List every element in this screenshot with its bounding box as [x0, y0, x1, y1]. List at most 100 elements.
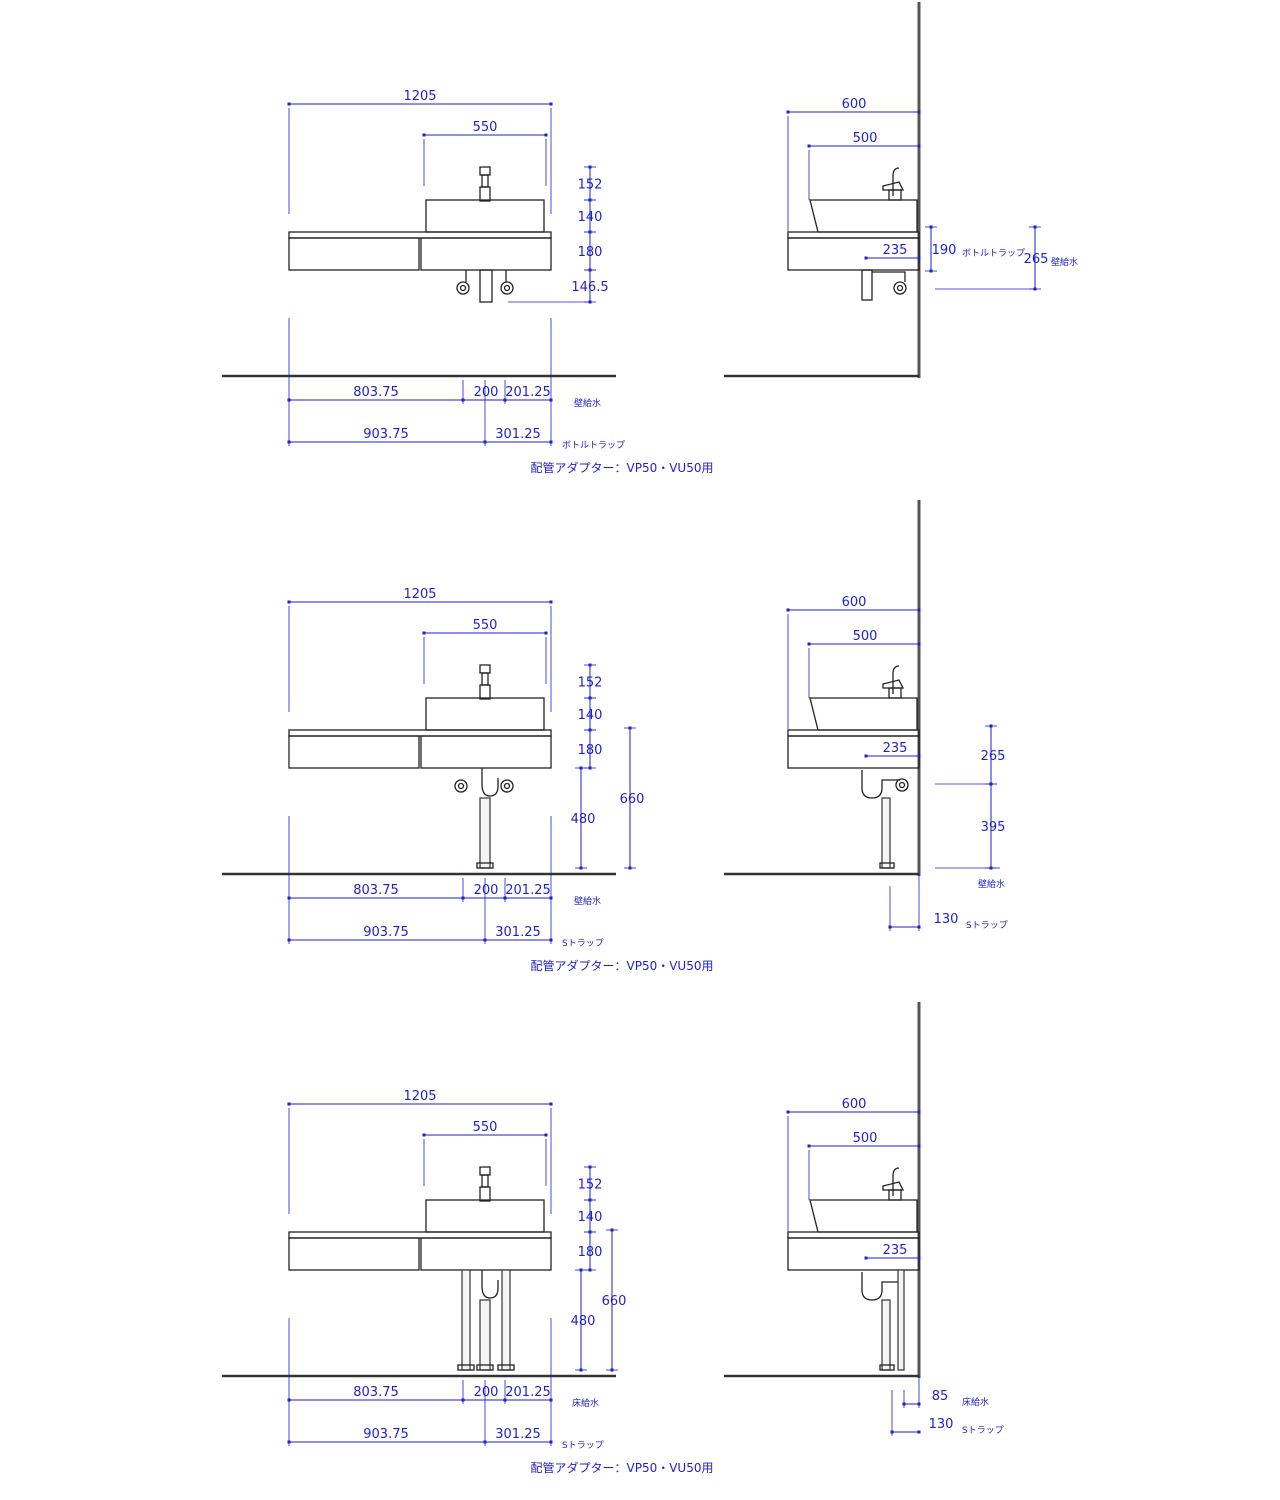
bottle-trap — [479, 269, 493, 303]
dimension-tick — [549, 600, 553, 604]
dimension-tick — [287, 1440, 291, 1444]
dimension-tick — [888, 925, 892, 929]
dimension-tick — [917, 1110, 921, 1114]
front-countertop — [288, 1231, 552, 1239]
faucet-body — [481, 672, 489, 686]
faucet-head — [479, 664, 491, 674]
side-basin — [809, 199, 918, 233]
dim-off-left-label: 803.75 — [353, 385, 399, 400]
dimension-tick — [864, 256, 868, 260]
dimension-tick — [503, 1398, 507, 1402]
dimension-tick — [549, 1440, 553, 1444]
dimension-tick — [917, 1430, 921, 1434]
supply-valve-core — [459, 284, 467, 292]
dimension-tick — [610, 1228, 614, 1232]
dimension-tick — [422, 631, 426, 635]
dimension-tick — [588, 1165, 592, 1169]
dimension-tick — [549, 1398, 553, 1402]
dim-drain-left-label: 903.75 — [363, 925, 409, 940]
dimension-tick — [461, 1398, 465, 1402]
dimension-tick — [549, 440, 553, 444]
label-h-supply: 壁給水 — [1051, 256, 1078, 268]
supply-flange-right — [497, 1364, 515, 1371]
side-basin — [809, 1199, 918, 1233]
label-supply: 壁給水 — [574, 397, 601, 409]
faucet-body — [481, 174, 489, 188]
front-drawer-left — [288, 1237, 420, 1271]
floor-supply-side — [897, 1269, 905, 1371]
faucet-spout — [892, 665, 900, 694]
dim-h-upper-label: 265 — [981, 749, 1006, 764]
dim-h-floor-label: 480 — [571, 1314, 596, 1329]
supply-valve — [500, 281, 514, 295]
side-cabinet — [787, 1237, 920, 1271]
faucet-head — [479, 166, 491, 176]
front-drawer-right — [420, 1237, 552, 1271]
supply-valve-core — [503, 284, 511, 292]
dimension-tick — [917, 144, 921, 148]
dim-h-basin-label: 140 — [578, 708, 603, 723]
dimension-tick — [989, 724, 993, 728]
front-countertop — [288, 231, 552, 239]
dim-drain-right-label: 301.25 — [495, 925, 541, 940]
dimension-tick — [807, 1144, 811, 1148]
dim-h-supply-label: 265 — [1024, 252, 1049, 267]
dim-drain-dist-label: 235 — [883, 243, 908, 258]
front-drawer-right — [420, 735, 552, 769]
s-trap — [481, 768, 499, 797]
s-trap-side — [861, 770, 900, 799]
dimension-tick — [588, 1198, 592, 1202]
dimension-tick — [483, 938, 487, 942]
dim-drain-left-label: 903.75 — [363, 427, 409, 442]
note-pipe-adapter: 配管アダプター：VP50・VU50用 — [531, 1460, 714, 1475]
dimension-tick — [929, 225, 933, 229]
dim-off-right-label: 201.25 — [505, 1385, 551, 1400]
dim-h-counter-label: 180 — [578, 743, 603, 758]
drain-arm — [872, 271, 906, 282]
dimension-tick — [503, 398, 507, 402]
faucet-base — [479, 1186, 491, 1202]
side-cabinet — [787, 735, 920, 769]
front-basin — [425, 1199, 545, 1233]
dim-h-counter-label: 180 — [578, 1245, 603, 1260]
dimension-tick — [588, 696, 592, 700]
faucet-base — [888, 189, 902, 201]
dimension-tick — [917, 256, 921, 260]
dimension-tick — [917, 642, 921, 646]
supply-valve — [893, 281, 907, 295]
dim-depth-basin-label: 500 — [853, 1131, 878, 1146]
dimension-tick — [287, 600, 291, 604]
dimension-tick — [588, 198, 592, 202]
drain-flange-side — [879, 1364, 895, 1371]
dimension-tick — [929, 269, 933, 273]
dimension-tick — [588, 663, 592, 667]
note-pipe-adapter: 配管アダプター：VP50・VU50用 — [531, 958, 714, 973]
supply-valve — [895, 778, 909, 792]
floor-supply-pipe-right — [501, 1269, 511, 1371]
front-drawer-left — [288, 735, 420, 769]
dimension-tick — [287, 102, 291, 106]
dim-drain-dist-label: 235 — [883, 741, 908, 756]
drain-pipe — [479, 1299, 491, 1371]
dimension-tick — [588, 165, 592, 169]
dimension-tick — [588, 766, 592, 770]
dimension-tick — [579, 1368, 583, 1372]
dimension-tick — [786, 110, 790, 114]
dim-h-faucet-label: 152 — [578, 178, 603, 193]
dimension-tick — [544, 1133, 548, 1137]
dim-trap-dist-label: 130 — [929, 1417, 954, 1432]
dimension-tick — [287, 938, 291, 942]
front-countertop — [288, 729, 552, 737]
supply-valve — [500, 779, 514, 793]
drain-flange — [476, 862, 494, 869]
dim-depth-total-label: 600 — [842, 97, 867, 112]
dimension-tick — [807, 144, 811, 148]
side-countertop — [787, 1231, 920, 1239]
dim-h-counter-label: 180 — [578, 245, 603, 260]
dimension-tick — [588, 728, 592, 732]
dimension-tick — [890, 1430, 894, 1434]
dimension-tick — [287, 1398, 291, 1402]
dimension-tick — [483, 440, 487, 444]
